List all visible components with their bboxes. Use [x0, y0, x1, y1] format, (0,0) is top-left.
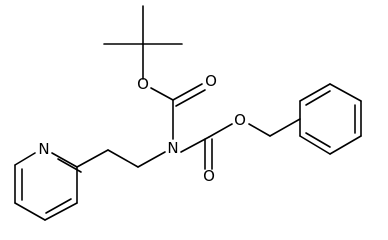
atom-n-pyridine: N: [38, 140, 49, 158]
cbz-carbamate: [180, 118, 301, 170]
pyridine-bond-3: [14, 152, 36, 166]
pyridine-bond-7: [44, 202, 78, 221]
bond-ch2-ch2: [107, 149, 139, 168]
pyridine-bond-1: [51, 152, 78, 168]
atom-o-cbz-carbonyl: O: [203, 167, 215, 185]
ethyl-linker: [76, 149, 166, 168]
pyridine-bond-6: [14, 202, 46, 221]
phenyl-inner-3: [305, 132, 331, 148]
atom-labels: O O N O O N: [38, 72, 246, 185]
phenyl-bond-5: [329, 135, 362, 155]
boc-carbamate: [150, 83, 206, 140]
bond-ch2-pyridine: [76, 149, 109, 168]
bond-carbonyl-double-a: [172, 83, 203, 101]
phenyl-ring: [299, 83, 362, 155]
bond-n-ch2: [137, 151, 166, 168]
bond-cbz-c-o: [208, 123, 233, 138]
atom-o-boc-carbonyl: O: [205, 72, 217, 90]
phenyl-inner-1: [305, 90, 331, 106]
bond-o-ch2: [248, 123, 271, 137]
phenyl-bond-6: [299, 135, 331, 155]
atom-o-cbz-ether: O: [234, 111, 246, 129]
bond-o-carbonyl-c: [150, 87, 174, 101]
phenyl-bond-2: [299, 83, 331, 102]
molecule-drawing: O O N O O N: [14, 5, 362, 221]
tert-butyl-group: [103, 5, 183, 80]
phenyl-bond-3: [329, 83, 362, 102]
atom-o-tbu-ether: O: [137, 75, 149, 93]
pyridine-bond-8: [45, 198, 72, 214]
pyridine-ring: [14, 152, 82, 221]
atom-n-carbamate: N: [167, 139, 178, 157]
bond-ch2-phenyl: [269, 118, 301, 137]
chemical-structure-canvas: O O N O O N: [14, 5, 362, 221]
bond-carbonyl-double-b: [175, 89, 206, 107]
